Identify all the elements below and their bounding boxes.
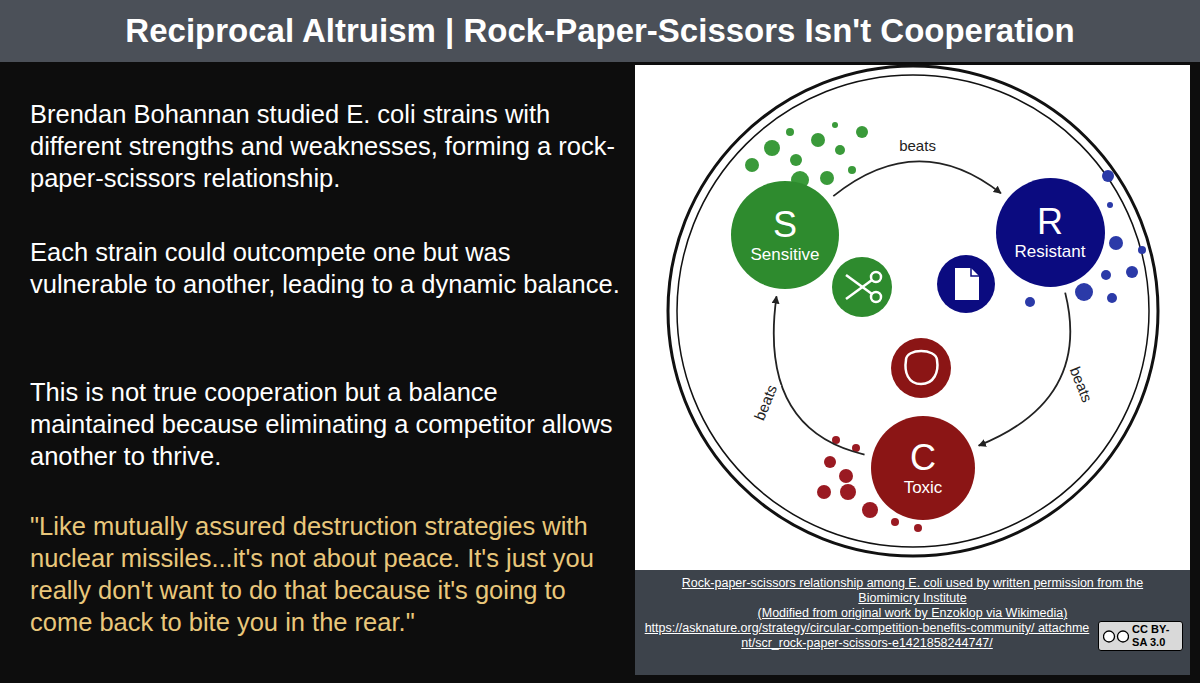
strain-name: Sensitive [751, 245, 820, 265]
body-paragraph: Brendan Bohannan studied E. coli strains… [30, 98, 625, 194]
cell-icon [891, 338, 951, 398]
beats-arrow [774, 296, 865, 454]
beats-arrow [979, 293, 1071, 446]
beats-arrow [833, 161, 1001, 196]
scissors-icon [832, 257, 892, 317]
source-url: https://asknature.org/strategy/circular-… [642, 621, 1092, 651]
circle-text-holder: CToxic [871, 416, 975, 520]
circle-text-holder: RResistant [996, 178, 1105, 287]
body-paragraph: Each strain could outcompete one but was… [30, 236, 625, 300]
caption-area: Rock-paper-scissors relationship among E… [642, 576, 1183, 651]
strain-name: Toxic [904, 478, 943, 498]
body-paragraph: This is not true cooperation but a balan… [30, 376, 625, 472]
strain-circle: RResistant [996, 178, 1105, 287]
license-icons [1103, 630, 1129, 643]
url-row: https://asknature.org/strategy/circular-… [642, 621, 1183, 651]
inner-ring [677, 75, 1149, 547]
strain-letter: C [910, 438, 936, 478]
strain-circle: CToxic [871, 416, 975, 520]
strain-letter: S [773, 205, 797, 245]
quote-text: "Like mutually assured destruction strat… [30, 510, 630, 638]
source-note: (Modified from original work by Enzoklop… [758, 606, 1068, 621]
license-badge: CC BY-SA 3.0 [1098, 621, 1183, 651]
circle-text-holder: SSensitive [731, 181, 839, 289]
strain-letter: R [1037, 202, 1063, 242]
edge-label: beats [896, 137, 939, 154]
caption-text: Rock-paper-scissors relationship among E… [663, 576, 1163, 606]
license-text: CC BY-SA 3.0 [1132, 623, 1178, 649]
outer-ring [668, 66, 1158, 556]
paper-icon [937, 255, 995, 313]
strain-circle: SSensitive [731, 181, 839, 289]
green-dots [745, 122, 868, 189]
strain-name: Resistant [1015, 242, 1086, 262]
title-text: Reciprocal Altruism | Rock-Paper-Scissor… [0, 0, 1200, 62]
